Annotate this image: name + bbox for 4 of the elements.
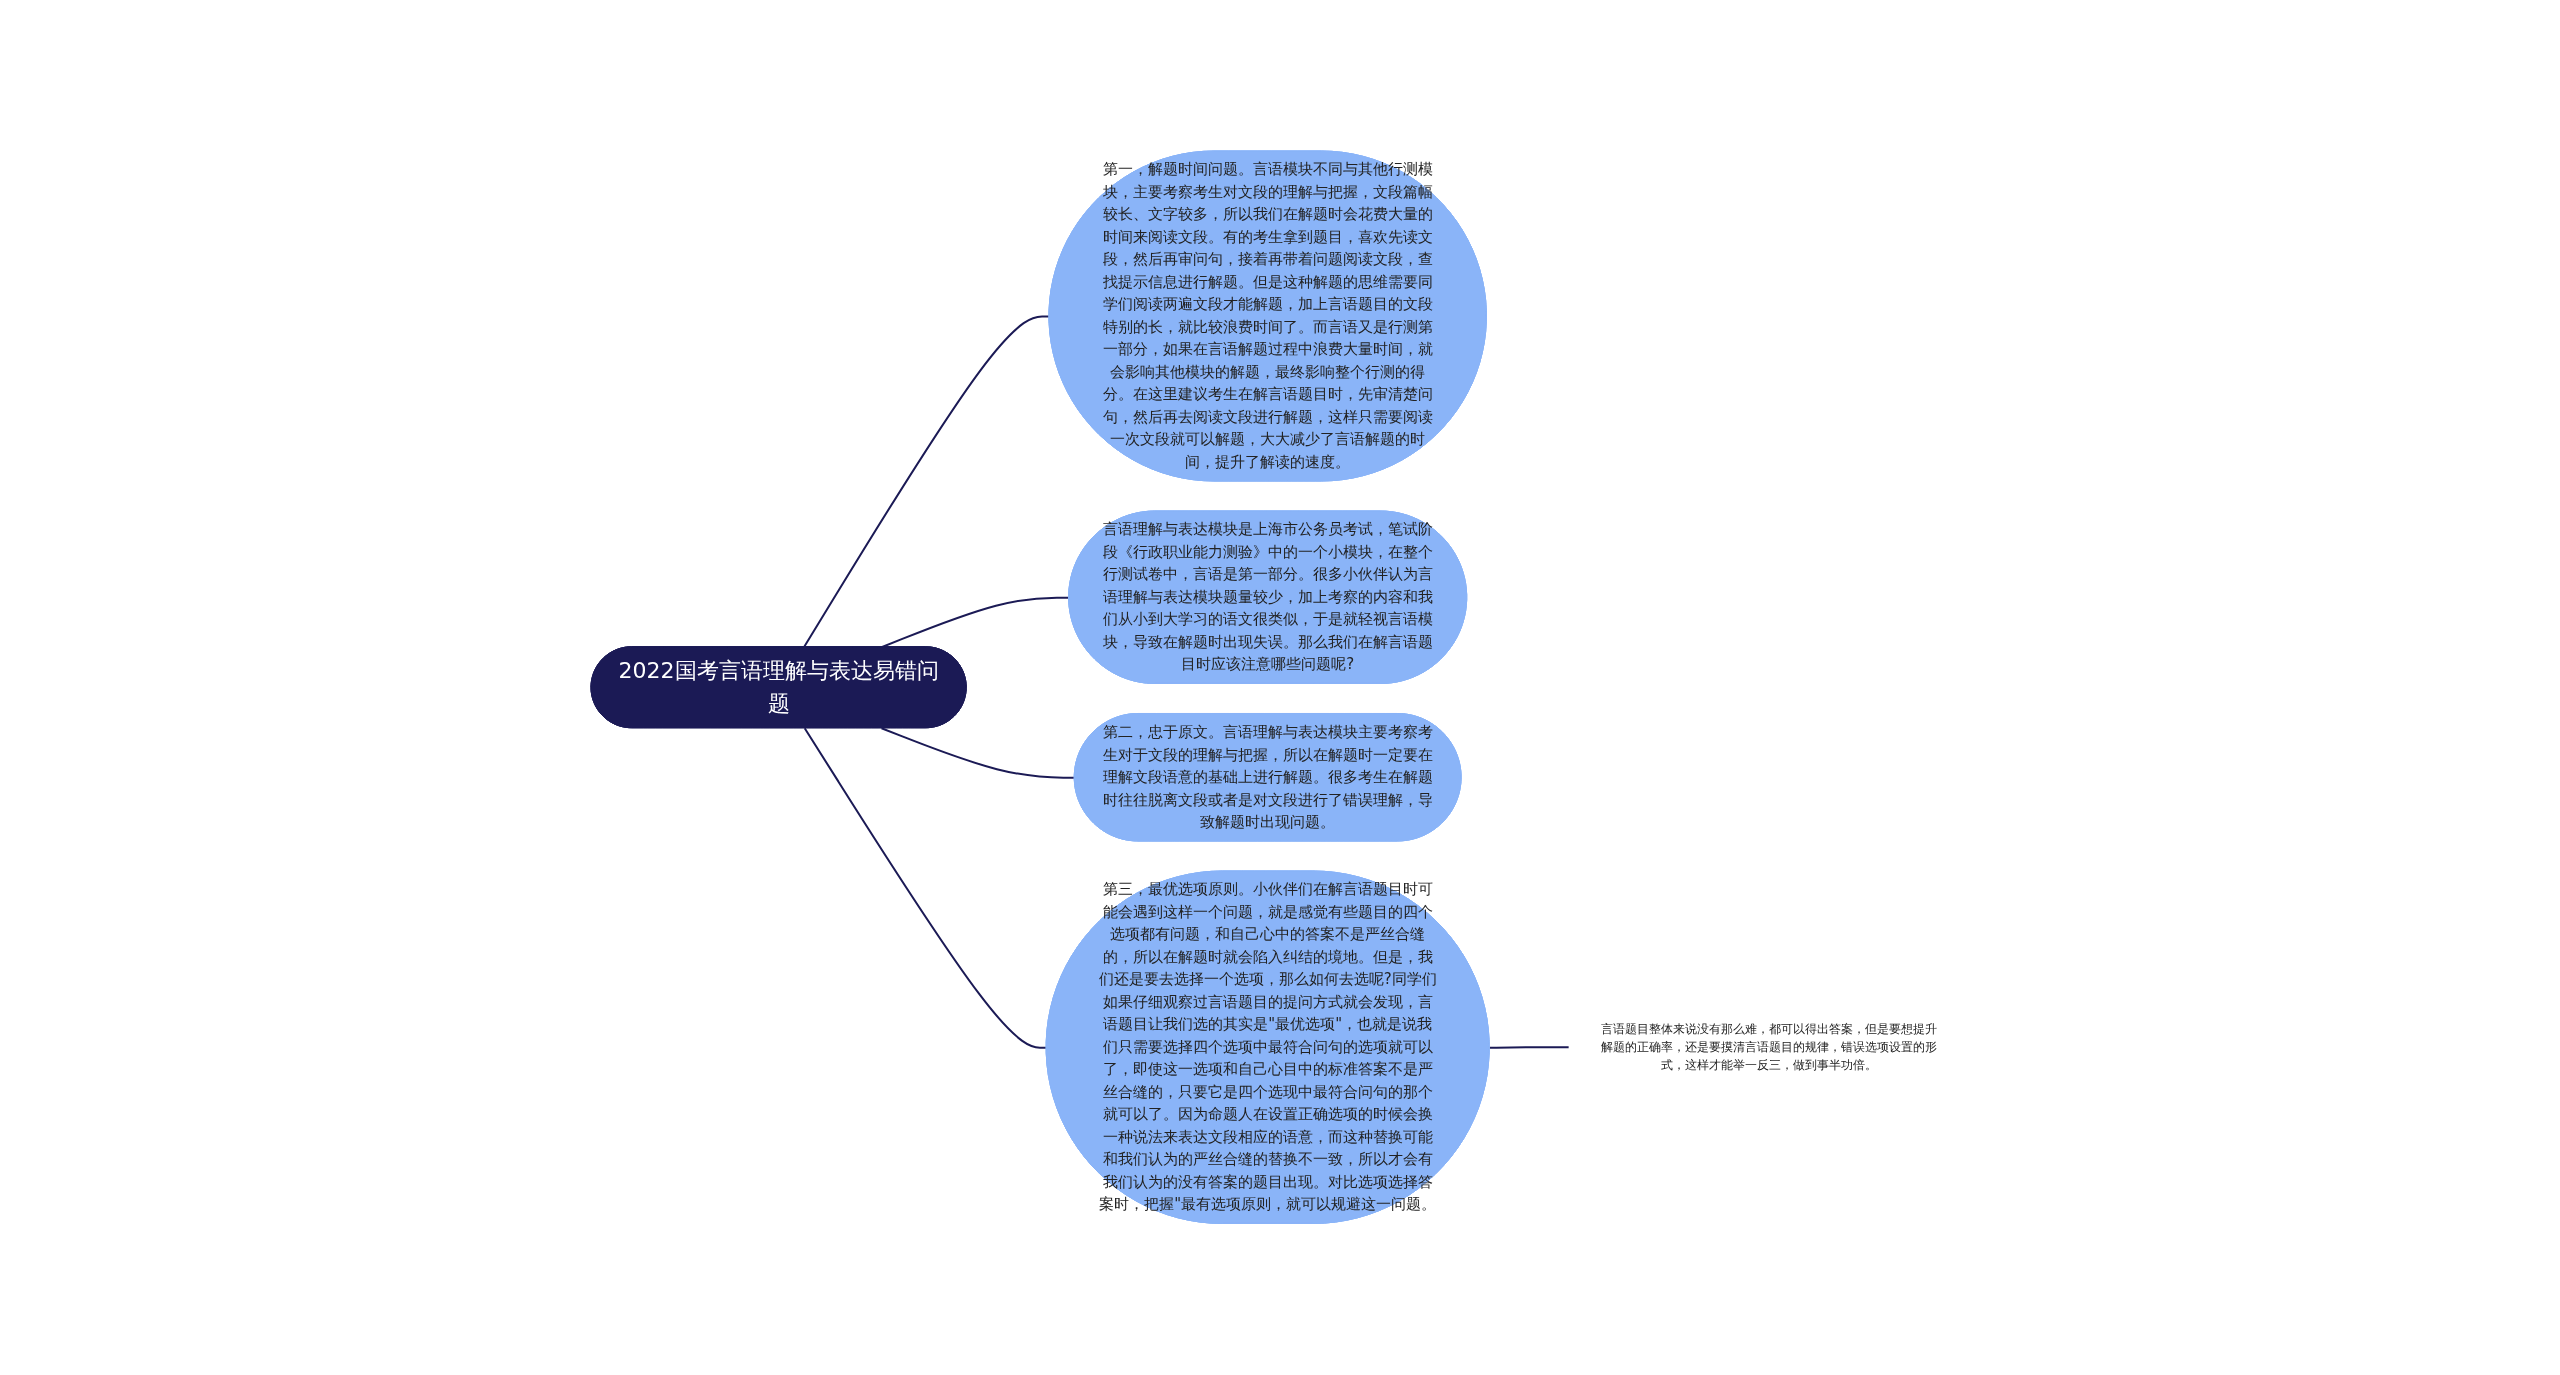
node-text: 言语题目整体来说没有那么难，都可以得出答案，但是要想提升解题的正确率，还是要摸清言语题目的规律，错误选项设置的形式，这样才能举一反三，做到事半功倍。 <box>1601 1022 1938 1073</box>
connector <box>1488 1046 1571 1049</box>
connector <box>880 727 1076 779</box>
connector <box>803 727 1048 1049</box>
